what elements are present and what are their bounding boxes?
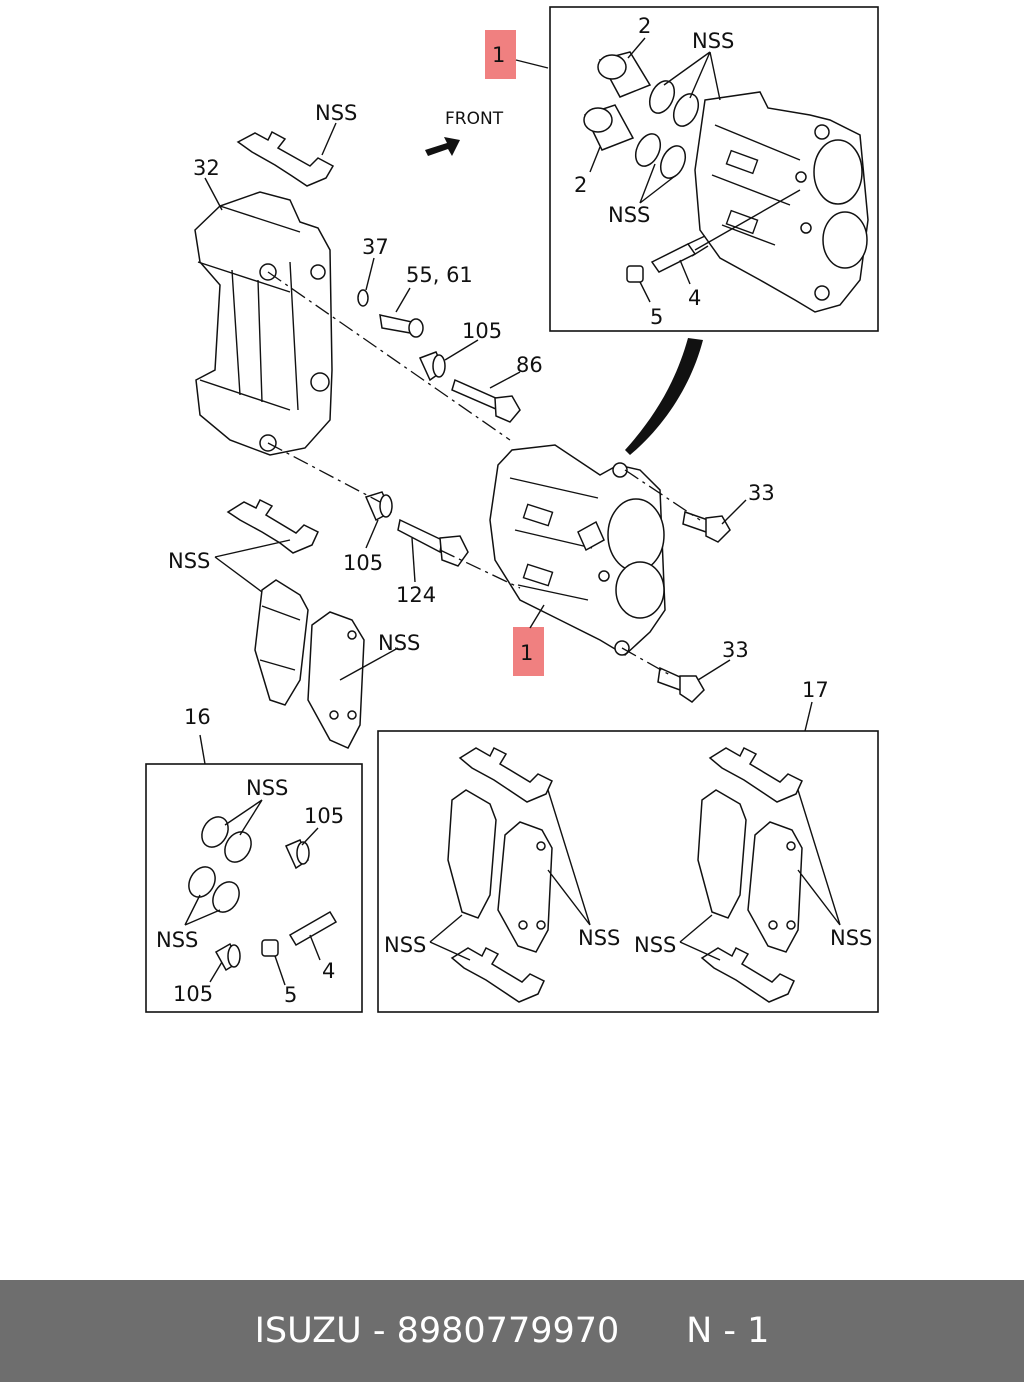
kit-16-5: 5 [284, 983, 297, 1007]
callout-105-upper: 105 [462, 319, 502, 343]
callout-2-a: 2 [638, 14, 651, 38]
seal-ring-4 [659, 145, 687, 179]
kit-16-4: 4 [322, 959, 335, 983]
guide-pin-lower [397, 518, 469, 567]
anti-rattle-clip-left [226, 498, 319, 554]
footer-separator: - [361, 1311, 397, 1351]
bleeder-screw-inset [650, 235, 709, 273]
footer-brand: ISUZU [254, 1311, 362, 1351]
kit-16-box [145, 763, 363, 1013]
callout-1-top: 1 [492, 43, 505, 67]
callout-5-inset: 5 [650, 305, 663, 329]
bolt-33-lower [657, 666, 705, 703]
caliper-inset-drawing [515, 37, 869, 313]
callout-nss-clip-top: NSS [315, 101, 357, 125]
callout-33-upper: 33 [748, 481, 775, 505]
bleeder-cap-inset [626, 265, 644, 283]
bolt-33-upper [682, 510, 731, 543]
callout-nss-pads: NSS [378, 631, 420, 655]
piston-upper [597, 51, 652, 98]
kit-17-drawing [429, 701, 841, 1003]
main-assembly [194, 122, 747, 749]
callout-17: 17 [802, 678, 829, 702]
footer-part-number: 8980779970 [396, 1311, 620, 1351]
footer-bar: ISUZU - 8980779970 N - 1 [0, 1280, 1024, 1382]
callout-124: 124 [396, 583, 436, 607]
boot-lower [364, 491, 393, 522]
snap-ring [357, 289, 369, 307]
callout-32: 32 [193, 156, 220, 180]
kit-16-105-top: 105 [304, 804, 344, 828]
pad-set-a [447, 746, 553, 1003]
front-arrow [425, 137, 460, 156]
callout-2-b: 2 [574, 173, 587, 197]
parts-diagram: FRONT 1 1 2 2 NSS NSS 4 5 NSS 32 37 55, … [145, 6, 879, 1013]
callout-105-lower: 105 [343, 551, 383, 575]
kit-17-nss-b: NSS [578, 926, 620, 950]
callout-16: 16 [184, 705, 211, 729]
callout-1-main-highlight [513, 627, 544, 676]
callout-86: 86 [516, 353, 543, 377]
callout-37: 37 [362, 235, 389, 259]
guide-pin-upper [379, 314, 424, 338]
caliper-bracket [194, 191, 333, 456]
kit-16-105-bottom: 105 [173, 982, 213, 1006]
callout-33-lower: 33 [722, 638, 749, 662]
kit-17-box [377, 730, 879, 1013]
boot-upper [418, 351, 446, 382]
kit-16-nss-top: NSS [246, 776, 288, 800]
kit-17-nss-d: NSS [830, 926, 872, 950]
kit-17-nss-c: NSS [634, 933, 676, 957]
front-label: FRONT [445, 109, 504, 129]
callout-55-61: 55, 61 [406, 263, 473, 287]
kit-16-drawing [184, 734, 338, 986]
footer-page-ref: N - 1 [686, 1311, 770, 1351]
bolt-86 [451, 378, 521, 423]
callout-1-main: 1 [520, 641, 533, 665]
caliper-body-inset [694, 91, 869, 313]
pad-set-b [697, 746, 803, 1003]
brake-pad-inner [307, 611, 365, 749]
inset-pointer [625, 338, 703, 455]
kit-17-nss-a: NSS [384, 933, 426, 957]
piston-lower [583, 104, 635, 151]
seal-ring-3 [634, 133, 662, 167]
caliper-body-main [489, 444, 666, 656]
callout-nss-clips-left: NSS [168, 549, 210, 573]
callout-nss-seal-top: NSS [692, 29, 734, 53]
kit-16-nss-bottom: NSS [156, 928, 198, 952]
footer-gap [619, 1311, 686, 1351]
callout-4-inset: 4 [688, 286, 701, 310]
caliper-inset-box [549, 6, 879, 332]
callout-nss-seal-bottom: NSS [608, 203, 650, 227]
brake-pad-outer [254, 579, 309, 706]
callout-1-top-highlight [485, 30, 516, 79]
anti-rattle-clip-top [236, 130, 335, 187]
seal-ring-2 [672, 93, 700, 127]
